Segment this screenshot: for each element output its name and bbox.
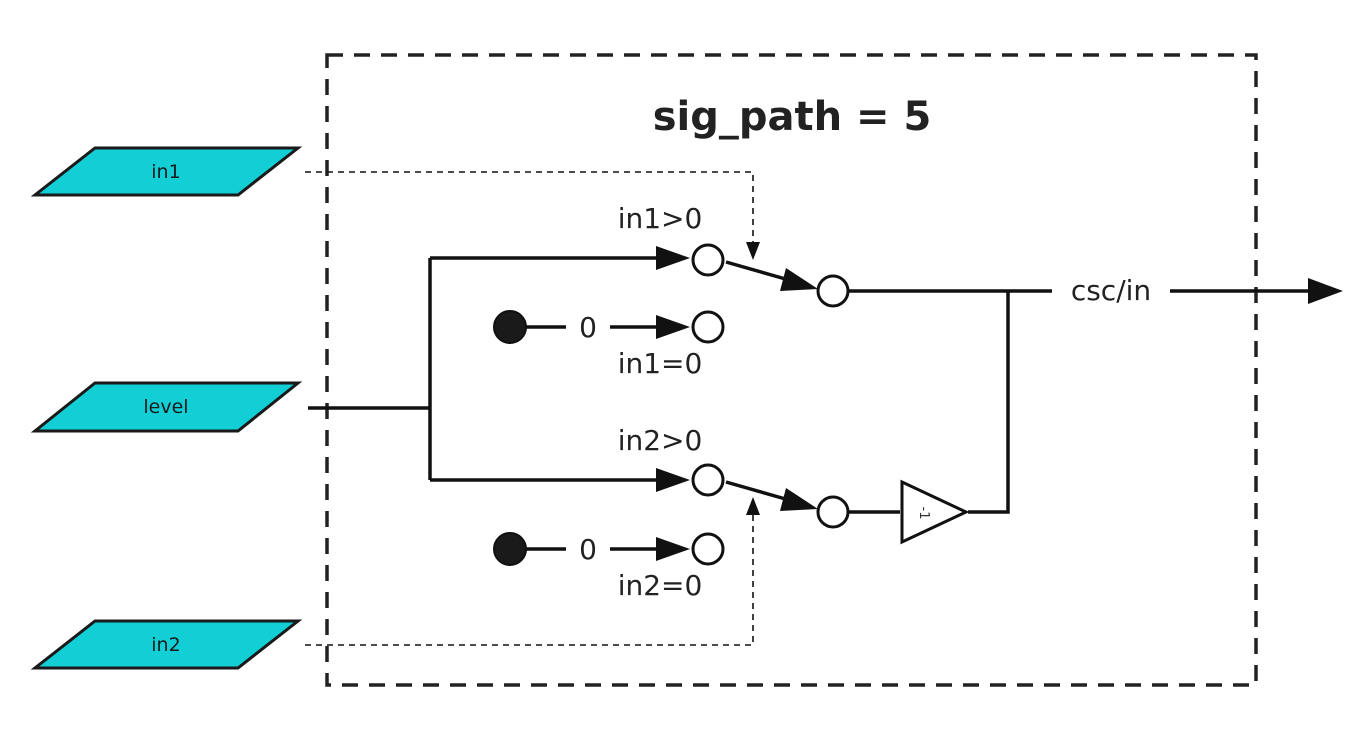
- lower-branch-arrowhead: [656, 468, 690, 492]
- sig-path-boundary: [325, 53, 1258, 687]
- upper-constant-arrowhead: [656, 315, 690, 339]
- in2-control-arrowhead: [746, 497, 760, 515]
- input-in1-label: in1: [151, 161, 180, 183]
- in1-control-arrowhead: [746, 242, 760, 260]
- input-level-label: level: [143, 396, 188, 418]
- upper-branch-arrowhead: [656, 246, 690, 270]
- switch2-zero-label: in2=0: [618, 569, 703, 602]
- input-in2-label: in2: [151, 634, 180, 656]
- gain-triangle: [900, 479, 970, 545]
- lower-constant-source: [493, 532, 527, 566]
- switch1-in-zero-node: [691, 310, 725, 344]
- in1-control-line: [305, 171, 754, 245]
- gain-label: -1: [916, 507, 931, 520]
- upper-constant-label: 0: [579, 311, 597, 344]
- diagram-title: sig_path = 5: [653, 94, 932, 140]
- lower-constant-label: 0: [579, 533, 597, 566]
- switch1-lever-arrowhead: [780, 268, 818, 291]
- output-label: csc/in: [1071, 274, 1151, 307]
- switch2-in-pos-node: [691, 463, 725, 497]
- input-in2-shape: [30, 619, 303, 670]
- input-in2: in2: [30, 619, 303, 670]
- input-level: level: [30, 381, 303, 433]
- switch2-pos-label: in2>0: [618, 424, 703, 457]
- input-level-shape: [30, 381, 303, 433]
- input-in1-shape: [30, 146, 303, 197]
- lower-constant-arrowhead: [656, 537, 690, 561]
- gain-output-wire: [968, 291, 1010, 514]
- switch2-lever-arrowhead: [780, 488, 818, 511]
- upper-constant-source: [493, 310, 527, 344]
- output-arrowhead: [1308, 278, 1343, 304]
- switch1-out-node: [816, 274, 850, 308]
- switch1-pos-label: in1>0: [618, 202, 703, 235]
- switch1-in-pos-node: [691, 243, 725, 277]
- switch1-zero-label: in1=0: [618, 347, 703, 380]
- input-in1: in1: [30, 146, 303, 197]
- switch2-in-zero-node: [691, 532, 725, 566]
- switch2-out-node: [816, 495, 850, 529]
